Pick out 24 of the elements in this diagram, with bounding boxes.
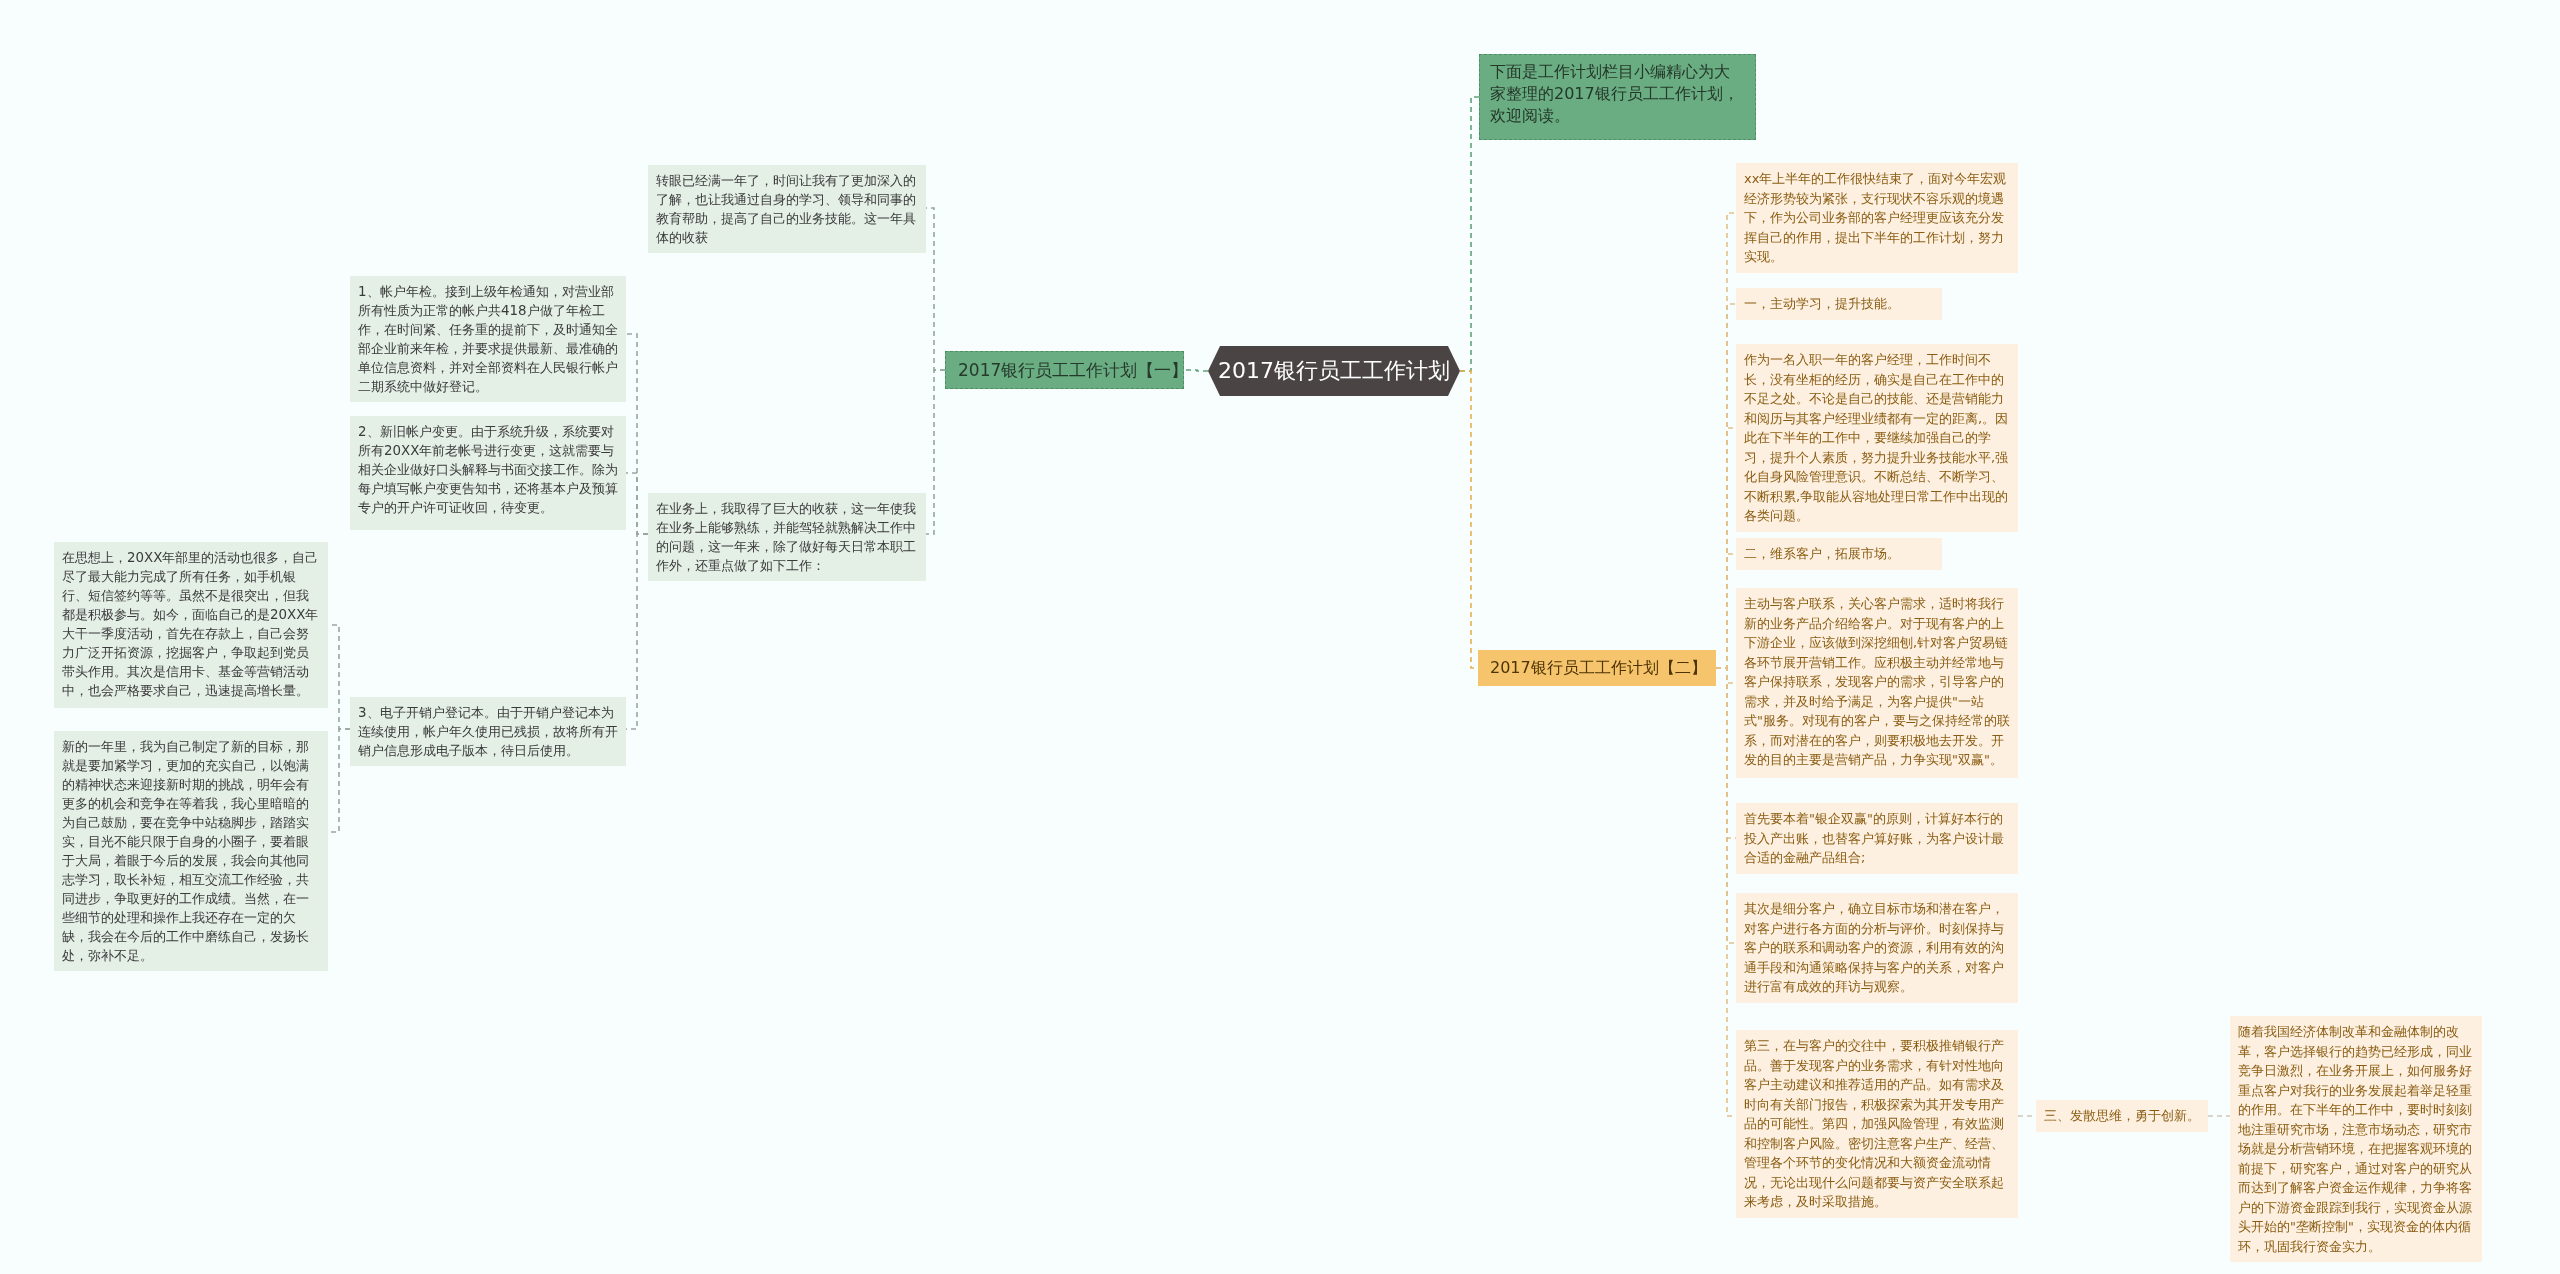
text-card: 二，维系客户，拓展市场。 xyxy=(1736,538,1942,570)
text-card: 三、发散思维，勇于创新。 xyxy=(2036,1100,2208,1132)
text-card: 转眼已经满一年了，时间让我有了更加深入的了解，也让我通过自身的学习、领导和同事的教育帮助，提高了自己的业务技能。这一年具体的收获 xyxy=(648,165,926,253)
text-card: 2、新旧帐户变更。由于系统升级，系统要对所有20XX年前老帐号进行变更，这就需要与相关企业做好口头解释与书面交接工作。除为每户填写帐户变更告知书，还将基本户及预算专户的开户许可证收回，待变更。 xyxy=(350,416,626,530)
connector-line xyxy=(925,369,946,535)
text-card: 3、电子开销户登记本。由于开销户登记本为连续使用，帐户年久使用已残损，故将所有开销户信息形成电子版本，待日后使用。 xyxy=(350,697,626,766)
text-card: 首先要本着"银企双赢"的原则，计算好本行的投入产出账，也替客户算好账，为客户设计最合适的金融产品组合; xyxy=(1736,803,2018,874)
text-card: 随着我国经济体制改革和金融体制的改革，客户选择银行的趋势已经形成，同业竞争日激烈，在业务开展上，如何服务好重点客户对我行的业务发展起着举足轻重的作用。在下半年的工作中，要时时刻刻地注重研究市场，注意市场动态，研究市场就是分析营销环境，在把握客观环境的前提下，研究客户，通过对客户的研究从而达到了解客户资金运作规律，力争将客户的下游资金跟踪到我行，实现资金从源头开始的"垄断控制"，实现资金的体内循环，巩固我行资金实力。 xyxy=(2230,1016,2482,1262)
text-card: 在思想上，20XX年部里的活动也很多，自己尽了最大能力完成了所有任务，如手机银行、短信签约等等。虽然不是很突出，但我都是积极参与。如今，面临自己的是20XX年大干一季度活动，首先在存款上，自己会努力广泛开拓资源，挖掘客户，争取起到党员带头作用。其次是信用卡、基金等营销活动中，也会严格要求自己，迅速提高增长量。 xyxy=(54,542,328,708)
text-card: 新的一年里，我为自己制定了新的目标，那就是要加紧学习，更加的充实自己，以饱满的精神状态来迎接新时期的挑战，明年会有更多的机会和竞争在等着我，我心里暗暗的为自己鼓励，要在竞争中站稳脚步，踏踏实实，目光不能只限于自身的小圈子，要着眼于大局，着眼于今后的发展，我会向其他同志学习，取长补短，相互交流工作经验，共同进步，争取更好的工作成绩。当然，在一些细节的处理和操作上我还存在一定的欠缺，我会在今后的工作中磨练自己，发扬长处，弥补不足。 xyxy=(54,731,328,971)
connector-line xyxy=(2207,1115,2231,1117)
text-card: xx年上半年的工作很快结束了，面对今年宏观经济形势较为紧张，支行现状不容乐观的境遇下，作为公司业务部的客户经理更应该充分发挥自己的作用，提出下半年的工作计划，努力实现。 xyxy=(1736,163,2018,273)
branch-topic: 2017银行员工工作计划【二】 xyxy=(1478,650,1716,686)
text-card: 第三，在与客户的交往中，要积极推销银行产品。善于发现客户的业务需求，有针对性地向客户主动建议和推荐适用的产品。如有需求及时向有关部门报告，积极探索为其开发专用产品的可能性。第四，加强风险管理，有效监测和控制客户风险。密切注意客户生产、经营、管理各个环节的变化情况和大额资金流动情况，无论出现什么问题都要与资产安全联系起来考虑，及时采取措施。 xyxy=(1736,1030,2018,1218)
text-card: 主动与客户联系，关心客户需求，适时将我行新的业务产品介绍给客户。对于现有客户的上下游企业，应该做到深挖细刨,针对客户贸易链各环节展开营销工作。应积极主动并经常地与客户保持联系，发现客户的需求，引导客户的需求，并及时给予满足，为客户提供"一站式"服务。对现有的客户，要与之保持经常的联系，而对潜在的客户，则要积极地去开发。开发的目的主要是营销产品，力争实现"双赢"。 xyxy=(1736,588,2018,778)
text-card: 1、帐户年检。接到上级年检通知，对营业部所有性质为正常的帐户共418户做了年检工作，在时间紧、任务重的提前下，及时通知全部企业前来年检，并要求提供最新、最准确的单位信息资料，并对全部资料在人民银行帐户二期系统中做好登记。 xyxy=(350,276,626,402)
connector-line xyxy=(1183,369,1209,372)
intro-card: 下面是工作计划栏目小编精心为大家整理的2017银行员工工作计划，欢迎阅读。 xyxy=(1479,54,1756,140)
central-topic: 2017银行员工工作计划 xyxy=(1208,346,1460,396)
branch-topic: 2017银行员工工作计划【一】 xyxy=(945,351,1184,389)
text-card: 作为一名入职一年的客户经理，工作时间不长，没有坐柜的经历，确实是自己在工作中的不足之处。不论是自己的技能、还是营销能力和阅历与其客户经理业绩都有一定的距离,。因此在下半年的工作中，要继续加强自己的学习，提升个人素质，努力提升业务技能水平,强化自身风险管理意识。不断总结、不断学习、不断积累,争取能从容地处理日常工作中出现的各类问题。 xyxy=(1736,344,2018,532)
text-card: 一，主动学习，提升技能。 xyxy=(1736,288,1942,320)
text-card: 其次是细分客户，确立目标市场和潜在客户，对客户进行各方面的分析与评价。时刻保持与客户的联系和调动客户的资源，利用有效的沟通手段和沟通策略保持与客户的关系，对客户进行富有成效的拜访与观察。 xyxy=(1736,893,2018,1003)
text-card: 在业务上，我取得了巨大的收获，这一年使我在业务上能够熟练，并能驾轻就熟解决工作中的问题，这一年来，除了做好每天日常本职工作外，还重点做了如下工作： xyxy=(648,493,926,581)
